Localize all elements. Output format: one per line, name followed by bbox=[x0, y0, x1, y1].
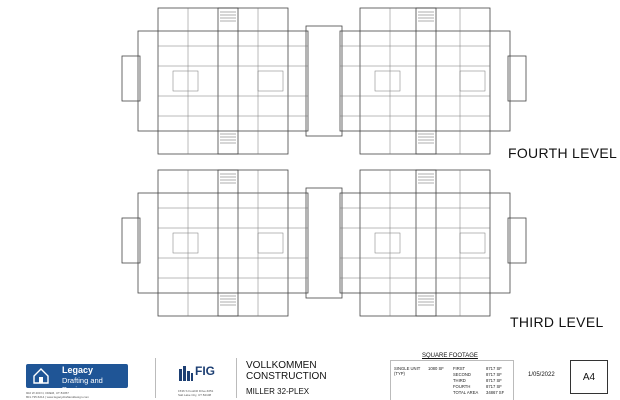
sqft-row-label: SECOND bbox=[453, 372, 471, 377]
fourth-level-floor-plan bbox=[118, 6, 530, 156]
third-level-floor-plan bbox=[118, 168, 530, 318]
third-level-label: THIRD LEVEL bbox=[510, 314, 604, 330]
fig-name: FIG bbox=[195, 364, 215, 378]
single-unit-value: 1080 SF bbox=[428, 366, 444, 371]
building-icon bbox=[179, 366, 193, 381]
square-footage-title: SQUARE FOOTAGE bbox=[422, 353, 478, 359]
floor-plan-drawing bbox=[121, 7, 527, 155]
sheet-date: 1/05/2022 bbox=[528, 372, 555, 378]
legacy-sub: Drafting and Design bbox=[62, 376, 103, 394]
sqft-row-label: TOTAL AREA bbox=[453, 390, 479, 395]
single-unit-sub: (TYP) bbox=[394, 371, 405, 376]
title-block-divider bbox=[155, 358, 156, 398]
company-line1: VOLLKOMMEN bbox=[246, 360, 317, 371]
sheet-number: A4 bbox=[570, 360, 608, 394]
fig-address-line2: Salt Lake City, UT 84108 bbox=[178, 393, 212, 397]
legacy-name: Legacy bbox=[62, 365, 94, 375]
project-name: MILLER 32-PLEX bbox=[246, 387, 310, 396]
sheet-number-text: A4 bbox=[582, 371, 596, 383]
legacy-logo: Legacy Drafting and Design bbox=[26, 364, 128, 394]
sqft-row-label: THIRD bbox=[453, 378, 466, 383]
sqft-row-value: 8717 SF bbox=[486, 366, 502, 371]
sqft-row-value: 34867 SF bbox=[486, 390, 505, 395]
fourth-level-label: FOURTH LEVEL bbox=[508, 145, 618, 161]
sqft-row-value: 8717 SF bbox=[486, 378, 502, 383]
title-block-divider bbox=[236, 358, 237, 398]
floor-plan-drawing bbox=[121, 169, 527, 317]
fig-logo: FIG bbox=[178, 364, 222, 382]
sqft-row-label: FIRST bbox=[453, 366, 466, 371]
house-icon bbox=[33, 368, 49, 384]
fig-address-line1: 1536 S Foothill Drive #251 bbox=[178, 389, 214, 393]
sqft-row-value: 8717 SF bbox=[486, 384, 502, 389]
sqft-row-value: 8717 SF bbox=[486, 372, 502, 377]
company-name: VOLLKOMMEN CONSTRUCTION bbox=[246, 360, 327, 382]
square-footage-box bbox=[390, 360, 514, 400]
legacy-address: 902 W 400 N, OREM, UT 84057 bbox=[26, 391, 69, 395]
single-unit-label: SINGLE UNIT bbox=[394, 366, 421, 371]
legacy-contact: 801.735.6214 | www.legacydraftanddesign.… bbox=[26, 395, 89, 399]
sqft-row-label: FOURTH bbox=[453, 384, 471, 389]
company-line2: CONSTRUCTION bbox=[246, 371, 327, 382]
